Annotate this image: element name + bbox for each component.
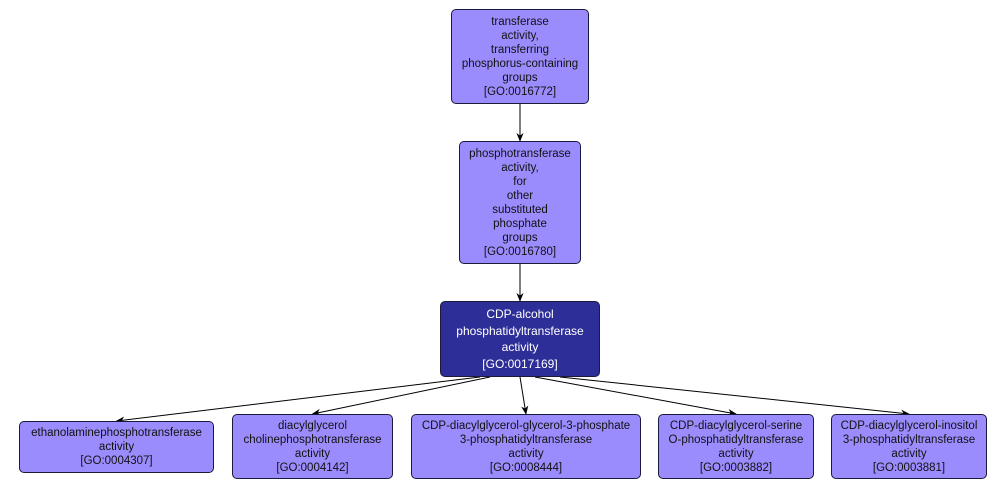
node-label-line: transferring	[490, 43, 550, 56]
node-label-line: [GO:0016772]	[483, 85, 557, 98]
node-label-line: activity	[501, 340, 539, 354]
node-label-line: CDP-diacylglycerol-inositol	[840, 419, 978, 432]
node-label-line: [GO:0016780]	[483, 245, 557, 258]
node-label-line: CDP-alcohol	[486, 307, 554, 321]
node-label-line: activity	[98, 441, 135, 453]
node-label-line: activity	[508, 447, 544, 460]
node-label-line: ethanolaminephosphotransferase	[31, 427, 202, 439]
node-label-line: activity	[891, 447, 927, 460]
node-label-line: 3-phosphatidyltransferase	[842, 433, 976, 446]
node-label-line: activity,	[501, 161, 539, 174]
node-label-line: CDP-diacylglycerol-glycerol-3-phosphate	[421, 419, 631, 432]
node-label-line: CDP-diacylglycerol-serine	[669, 419, 803, 432]
node-label-line: phosphate	[493, 217, 547, 230]
node-label-line: [GO:0003882]	[699, 461, 773, 474]
node-label-line: transferase	[491, 15, 549, 28]
node-label-line: groups	[502, 71, 538, 84]
node-label-line: activity	[718, 447, 754, 460]
node-label-line: [GO:0003881]	[872, 461, 946, 474]
node-label-line: for	[513, 175, 527, 188]
edge-GO0017169-to-GO0003882	[534, 376, 737, 417]
node-label-line: 3-phosphatidyltransferase	[459, 433, 593, 446]
node-label-line: phosphorus-containing	[461, 57, 579, 70]
node-label-line: cholinephosphotransferase	[243, 433, 382, 446]
node-label-line: substituted	[492, 203, 548, 216]
edge-GO0017169-to-GO0004307	[115, 376, 481, 424]
node-label-line: other	[506, 189, 534, 202]
go-term-node-cdp-alcohol-selected[interactable]: CDP-alcohol phosphatidyltransferase activi…	[440, 301, 600, 377]
node-label-line: [GO:0008444]	[489, 461, 563, 474]
node-label-line: O-phosphatidyltransferase	[668, 433, 804, 446]
edge-GO0017169-to-GO0003881	[559, 376, 910, 417]
node-label-line: [GO:0017169]	[482, 356, 558, 371]
node-label-line: diacylglycerol	[277, 419, 348, 432]
edge-GO0017169-to-GO0004142	[311, 376, 491, 416]
node-label-line: groups	[502, 231, 538, 244]
node-label-line: activity,	[501, 29, 539, 42]
node-label-line: phosphotransferase	[469, 147, 571, 160]
node-label-line: activity	[294, 447, 331, 460]
node-label-line: [GO:0004142]	[276, 461, 349, 474]
go-term-node-ethanolaminephosphotransferase[interactable]: ethanolaminephosphotransferase activity [G…	[19, 421, 214, 473]
edge-GO0017169-to-GO0008444	[519, 376, 529, 415]
node-label-line: [GO:0004307]	[80, 455, 153, 467]
node-label-line: phosphatidyltransferase	[456, 323, 584, 338]
